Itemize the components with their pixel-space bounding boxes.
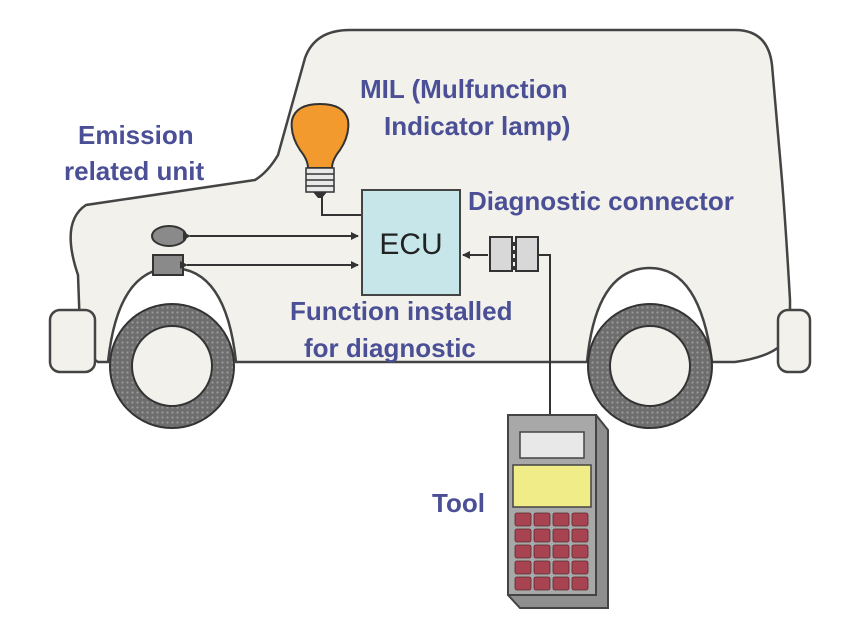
- tool-key: [571, 512, 589, 527]
- function-label-line2: for diagnostic: [304, 333, 476, 363]
- tool-key: [571, 528, 589, 543]
- lamp-wire: [321, 192, 362, 216]
- tool-key: [552, 512, 570, 527]
- tool-key: [552, 544, 570, 559]
- mil-label-line1: MIL (Mulfunction: [360, 74, 567, 104]
- tool-key: [571, 544, 589, 559]
- sensor-oval-icon: [151, 225, 187, 247]
- tool-key: [533, 560, 551, 575]
- tool-key: [514, 576, 532, 591]
- tool-label: Tool: [432, 488, 485, 518]
- ecu-label: ECU: [379, 228, 442, 261]
- actuator-block-icon: [152, 254, 184, 276]
- rear-bumper: [776, 308, 812, 374]
- light-bulb-icon: [290, 102, 350, 198]
- tool-key: [533, 528, 551, 543]
- tool-key: [552, 576, 570, 591]
- tool-key: [571, 576, 589, 591]
- tool-key: [514, 544, 532, 559]
- rear-wheel: [587, 303, 713, 429]
- tool-key: [533, 576, 551, 591]
- emission-label-line2: related unit: [64, 156, 204, 186]
- front-bumper: [48, 308, 97, 374]
- tool-key: [533, 512, 551, 527]
- front-wheel: [109, 303, 235, 429]
- tool-key: [571, 560, 589, 575]
- ecu-box: [361, 189, 461, 296]
- tool-key: [552, 528, 570, 543]
- tool-key: [514, 560, 532, 575]
- tool-key: [514, 512, 532, 527]
- tool-key: [514, 528, 532, 543]
- tool-key: [552, 560, 570, 575]
- connector-icon: [489, 236, 539, 272]
- function-label-line1: Function installed: [290, 296, 512, 326]
- scan-tool-icon: [507, 414, 609, 609]
- diag-connector-label: Diagnostic connector: [468, 186, 734, 216]
- tool-key: [533, 544, 551, 559]
- mil-label-line2: Indicator lamp): [384, 111, 570, 141]
- emission-label-line1: Emission: [78, 120, 194, 150]
- tool-cable: [538, 254, 551, 420]
